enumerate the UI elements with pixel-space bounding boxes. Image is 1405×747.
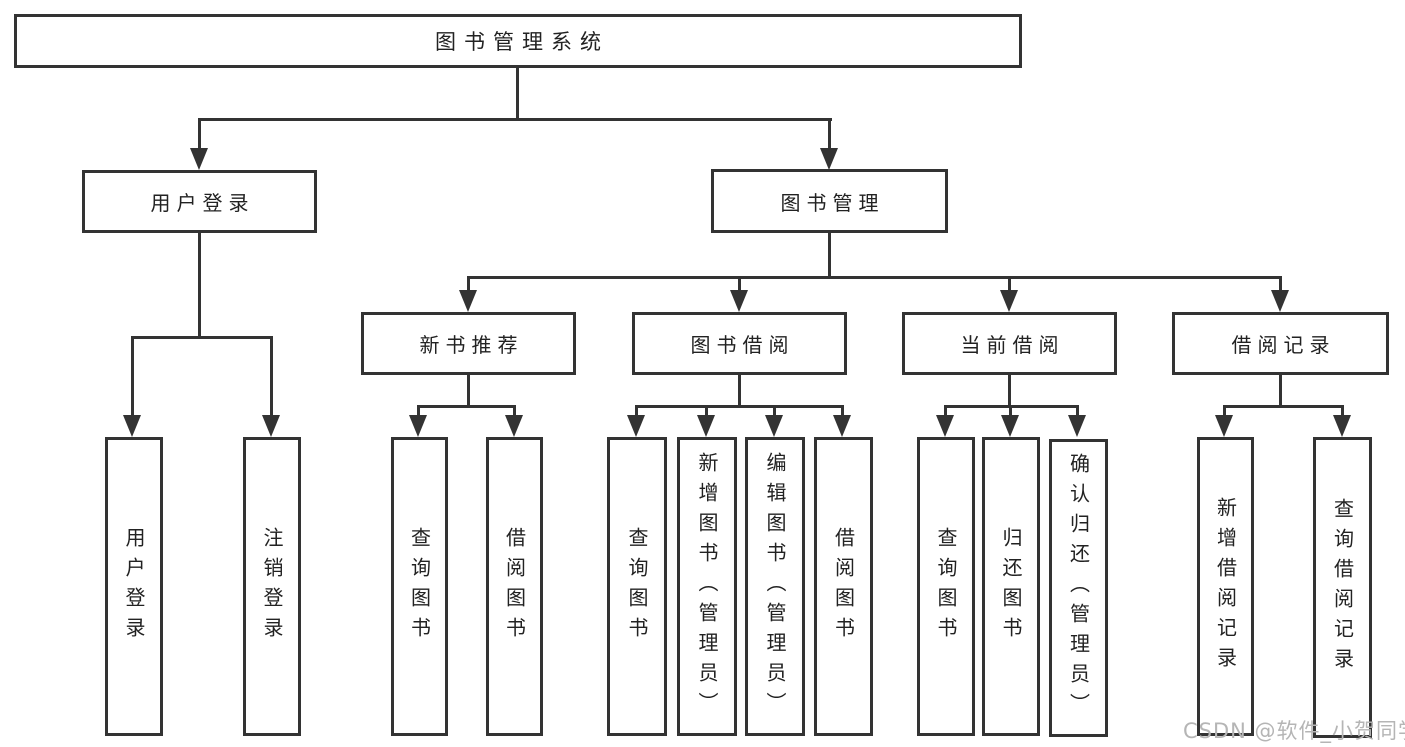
node-book-borrow: 图书借阅 — [632, 312, 847, 375]
node-user-login: 用户登录 — [82, 170, 317, 233]
connector-to-cb-return — [1009, 405, 1012, 417]
node-root-library-system: 图书管理系统 — [14, 14, 1022, 68]
connector-root-stem — [516, 68, 519, 118]
connector-bb-spread — [635, 405, 844, 408]
node-leaf-logout-login: 注销登录 — [243, 437, 301, 736]
connector-nb-spread — [417, 405, 516, 408]
connector-to-bb-borrow — [841, 405, 844, 417]
connector-to-bb-add — [705, 405, 708, 417]
node-leaf-nb-borrow-book: 借阅图书 — [486, 437, 543, 736]
connector-to-ul-logout — [270, 336, 273, 416]
arrow-down-icon — [820, 148, 838, 170]
arrow-down-icon — [1001, 415, 1019, 437]
connector-user-login-spread — [131, 336, 273, 339]
node-leaf-bb-query-book: 查询图书 — [607, 437, 667, 736]
arrow-down-icon — [1000, 290, 1018, 312]
connector-to-new-book-recommend — [467, 276, 470, 292]
connector-user-login-stem — [198, 233, 201, 337]
arrow-down-icon — [765, 415, 783, 437]
node-current-borrow: 当前借阅 — [902, 312, 1117, 375]
node-leaf-user-login: 用户登录 — [105, 437, 163, 736]
connector-root-spread — [198, 118, 832, 121]
arrow-down-icon — [627, 415, 645, 437]
arrow-down-icon — [123, 415, 141, 437]
connector-to-nb-query — [417, 405, 420, 417]
node-leaf-nb-query-book: 查询图书 — [391, 437, 448, 736]
arrow-down-icon — [1333, 415, 1351, 437]
arrow-down-icon — [697, 415, 715, 437]
arrow-down-icon — [1271, 290, 1289, 312]
arrow-down-icon — [833, 415, 851, 437]
node-leaf-bb-edit-book-admin: 编辑图书（管理员） — [745, 437, 805, 736]
connector-book-mgmt-stem — [828, 233, 831, 277]
arrow-down-icon — [730, 290, 748, 312]
node-book-management: 图书管理 — [711, 169, 948, 233]
node-leaf-bb-borrow-book: 借阅图书 — [814, 437, 873, 736]
arrow-down-icon — [409, 415, 427, 437]
connector-to-borrow-record — [1279, 276, 1282, 292]
connector-nb-stem — [467, 375, 470, 406]
arrow-down-icon — [262, 415, 280, 437]
node-borrow-record: 借阅记录 — [1172, 312, 1389, 375]
connector-bb-stem — [738, 375, 741, 406]
node-leaf-bb-add-book-admin: 新增图书（管理员） — [677, 437, 737, 736]
arrow-down-icon — [190, 148, 208, 170]
connector-to-br-query — [1341, 405, 1344, 417]
node-leaf-br-query-record: 查询借阅记录 — [1313, 437, 1372, 738]
node-leaf-cb-query-book: 查询图书 — [917, 437, 975, 736]
node-leaf-cb-return-book: 归还图书 — [982, 437, 1040, 736]
connector-to-ul-user-login — [131, 336, 134, 416]
csdn-watermark: CSDN @软件_小贺同学 — [1183, 719, 1405, 743]
connector-br-stem — [1279, 375, 1282, 406]
arrow-down-icon — [505, 415, 523, 437]
connector-cb-stem — [1008, 375, 1011, 406]
connector-to-user-login — [198, 118, 201, 150]
connector-to-bb-query — [635, 405, 638, 417]
connector-to-nb-borrow — [513, 405, 516, 417]
node-leaf-cb-confirm-return-admin: 确认归还（管理员） — [1049, 439, 1108, 737]
connector-to-book-borrow — [738, 276, 741, 292]
arrow-down-icon — [459, 290, 477, 312]
arrow-down-icon — [1215, 415, 1233, 437]
node-new-book-recommend: 新书推荐 — [361, 312, 576, 375]
connector-br-spread — [1223, 405, 1344, 408]
connector-to-cb-confirm — [1076, 405, 1079, 417]
connector-to-bb-edit — [773, 405, 776, 417]
arrow-down-icon — [1068, 415, 1086, 437]
connector-to-br-add — [1223, 405, 1226, 417]
connector-to-cb-query — [944, 405, 947, 417]
arrow-down-icon — [936, 415, 954, 437]
connector-to-current-borrow — [1008, 276, 1011, 292]
connector-to-book-management — [828, 118, 831, 150]
node-leaf-br-add-record: 新增借阅记录 — [1197, 437, 1254, 736]
connector-book-mgmt-spread — [467, 276, 1282, 279]
